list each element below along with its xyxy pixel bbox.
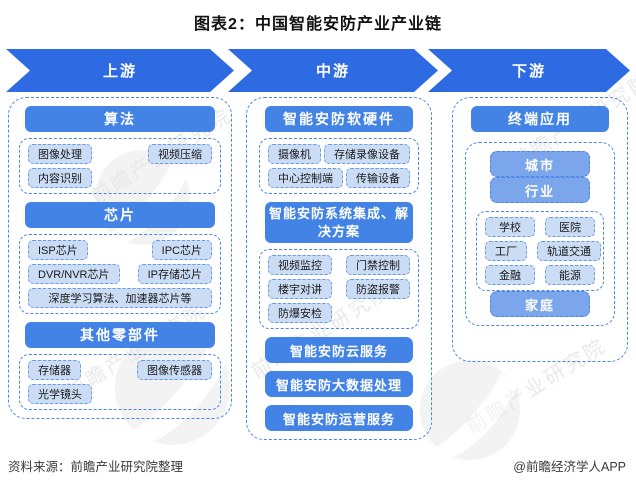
list-item: 光学镜头 [28, 384, 92, 404]
stage-arrow-midstream: 中游 [228, 49, 438, 92]
list-item: 视频监控 [268, 255, 332, 276]
service-bar-cloud: 智能安防云服务 [265, 337, 413, 364]
footer: 资料来源：前瞻产业研究院整理 @前瞻经济学人APP [0, 456, 636, 475]
list-item: 防盗报警 [346, 279, 410, 300]
stage-label: 中游 [315, 63, 350, 80]
list-item: 防爆安检 [268, 303, 332, 324]
section-header-terminal-apps: 终端应用 [471, 106, 609, 132]
list-item: 工厂 [485, 241, 527, 261]
list-item: 内容识别 [28, 168, 92, 188]
stage-arrow-upstream: 上游 [6, 49, 234, 92]
watermark-logo-icon [420, 360, 520, 460]
list-item: 图像处理 [28, 144, 92, 164]
downstream-column: 终端应用 城市 行业 学校 医院 工厂 轨道交通 金融 能源 家庭 [452, 97, 628, 362]
service-bar-bigdata: 智能安防大数据处理 [265, 371, 413, 398]
list-item: 轨道交通 [537, 241, 601, 261]
list-item: 视频压缩 [148, 144, 212, 164]
section-header-algorithm: 算法 [25, 106, 215, 132]
list-item: 传输设备 [346, 168, 410, 188]
list-item: IPC芯片 [151, 240, 212, 260]
section-header-chip: 芯片 [25, 202, 215, 228]
industry-box: 行业 [490, 177, 590, 203]
list-item: 学校 [485, 217, 535, 237]
midstream-column: 智能安防软硬件 摄像机 存储录像设备 中心控制端 传输设备 智能安防系统集成、解… [246, 97, 432, 440]
list-item: 存储录像设备 [324, 144, 410, 164]
other-parts-group: 存储器 图像传感器 光学镜头 [19, 354, 221, 410]
integration-group: 视频监控 门禁控制 楼宇对讲 防盗报警 防爆安检 [259, 249, 419, 330]
list-item: ISP芯片 [28, 240, 88, 260]
section-header-hardware: 智能安防软硬件 [265, 106, 413, 132]
upstream-column: 算法 图像处理 视频压缩 内容识别 芯片 ISP芯片 IPC芯片 DVR/NVR… [8, 97, 232, 419]
hardware-group: 摄像机 存储录像设备 中心控制端 传输设备 [259, 138, 419, 194]
source-note: 资料来源：前瞻产业研究院整理 [8, 460, 184, 474]
list-item: 门禁控制 [346, 255, 410, 276]
industry-items-group: 学校 医院 工厂 轨道交通 金融 能源 [476, 211, 604, 291]
list-item: DVR/NVR芯片 [28, 264, 120, 284]
list-item: 摄像机 [268, 144, 321, 164]
list-item: 楼宇对讲 [268, 279, 332, 300]
attribution: @前瞻经济学人APP [513, 460, 626, 474]
list-item: 中心控制端 [268, 168, 343, 188]
section-header-integration: 智能安防系统集成、解决方案 [265, 202, 413, 244]
city-box: 城市 [490, 151, 590, 177]
list-item: 金融 [485, 265, 535, 285]
list-item: 存储器 [28, 360, 81, 380]
terminal-apps-group: 城市 行业 学校 医院 工厂 轨道交通 金融 能源 家庭 [465, 142, 615, 326]
chip-group: ISP芯片 IPC芯片 DVR/NVR芯片 IP存储芯片 深度学习算法、加速器芯… [19, 234, 221, 314]
section-header-other-parts: 其他零部件 [25, 322, 215, 348]
list-item: 医院 [545, 217, 595, 237]
list-item: 图像传感器 [137, 360, 212, 380]
algorithm-group: 图像处理 视频压缩 内容识别 [19, 138, 221, 194]
list-item: 能源 [545, 265, 595, 285]
page-title: 图表2：中国智能安防产业产业链 [194, 16, 442, 33]
stage-label: 下游 [511, 63, 546, 80]
list-item: 深度学习算法、加速器芯片等 [28, 288, 212, 308]
list-item: IP存储芯片 [137, 264, 212, 284]
stage-arrow-downstream: 下游 [428, 49, 630, 92]
stage-label: 上游 [102, 63, 137, 80]
home-box: 家庭 [490, 291, 590, 317]
service-bar-operate: 智能安防运营服务 [265, 405, 413, 432]
